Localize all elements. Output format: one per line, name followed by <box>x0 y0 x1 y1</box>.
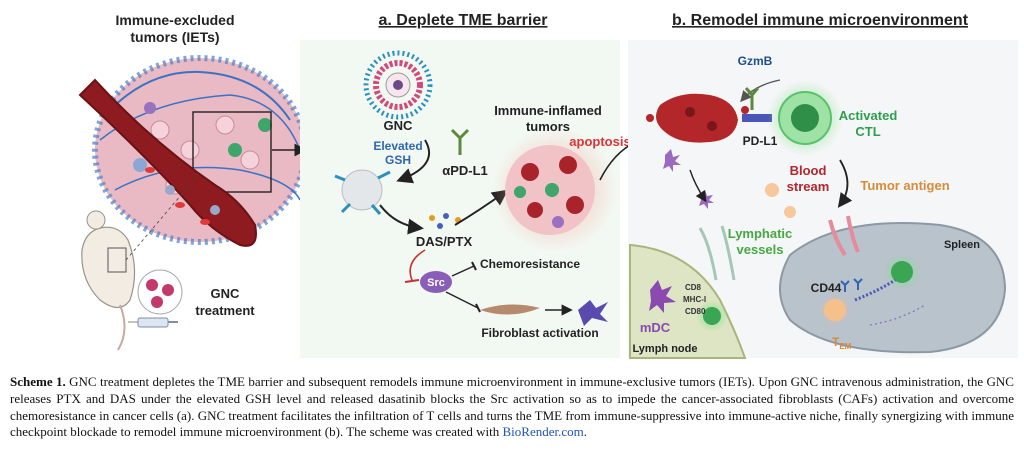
tumor-debris <box>646 93 749 143</box>
mdc-label: mDC <box>640 320 671 335</box>
disassembled-particle <box>334 169 391 215</box>
lymphatic-vessels-line2: vessels <box>737 242 784 257</box>
lymph-node <box>629 243 747 359</box>
lymphatic-vessels-line1: Lymphatic <box>728 226 793 241</box>
src-node <box>420 271 452 293</box>
gzmb-label: GzmB <box>738 54 773 68</box>
cd44-label: CD44 <box>811 281 842 295</box>
tem-label: TEM <box>832 335 852 351</box>
tumor-antigen-label: Tumor antigen <box>860 178 949 193</box>
gnc-label: GNC <box>384 118 414 133</box>
scheme-figure: Immune-excluded tumors (IETs) <box>78 12 1018 359</box>
cd44-receptor-icon <box>840 278 863 292</box>
elevated-gsh-line1: Elevated <box>373 139 422 153</box>
figure-caption: Scheme 1. GNC treatment depletes the TME… <box>10 374 1014 441</box>
gnc-treatment-circle <box>137 269 183 315</box>
panel-a-title: a. Deplete TME barrier <box>379 12 548 29</box>
pdl1-antibody-icon <box>742 87 772 122</box>
das-inhibition-line <box>409 249 426 281</box>
antigen-particle <box>765 183 779 197</box>
mouse-illustration <box>81 174 199 351</box>
gnc-treatment-line1: GNC <box>211 286 241 301</box>
das-ptx-label: DAS/PTX <box>416 234 473 249</box>
activated-ctl <box>767 80 843 156</box>
gnc-treatment-line2: treatment <box>195 303 255 318</box>
activated-ctl-line2: CTL <box>855 124 880 139</box>
lymph-node-label: Lymph node <box>633 343 698 355</box>
left-panel: Immune-excluded tumors (IETs) <box>78 12 308 351</box>
apdl1-label: αPD-L1 <box>442 163 488 178</box>
syringe-icon <box>128 317 178 328</box>
panel-b: b. Remodel immune microenvironment GzmB … <box>628 12 1018 359</box>
src-label: Src <box>427 277 445 289</box>
tem-label-sub: EM <box>839 342 851 351</box>
elevated-gsh-line2: GSH <box>385 153 411 167</box>
lymphatic-vessel <box>698 225 736 281</box>
caption-text: GNC treatment depletes the TME barrier a… <box>10 374 1014 440</box>
gnc-nanoparticle <box>363 50 433 120</box>
gsh-curved-arrow <box>396 139 431 184</box>
blood-vessel <box>78 78 257 247</box>
cd8-label: CD8 <box>685 283 702 292</box>
fibroblast-cell <box>480 304 540 315</box>
caption-end: . <box>583 424 588 440</box>
iet-title-line1: Immune-excluded <box>115 12 234 28</box>
cd80-label: CD80 <box>685 307 706 316</box>
iet-title-line2: tumors (IETs) <box>130 29 219 45</box>
antibody-icon <box>450 128 470 155</box>
gzmb-arrow <box>740 79 781 103</box>
inflamed-tumors-line1: Immune-inflamed <box>494 103 602 118</box>
activated-ctl-line1: Activated <box>839 108 898 123</box>
inflamed-tumor <box>493 128 617 252</box>
blood-stream-cycle-arrow <box>837 159 853 208</box>
biorender-link[interactable]: BioRender.com <box>502 424 584 440</box>
fibroblast-activation-label: Fibroblast activation <box>481 326 598 340</box>
spleen-label: Spleen <box>944 239 980 251</box>
spleen <box>779 215 1007 354</box>
panel-a: a. Deplete TME barrier GNC Elevated GSH … <box>300 12 631 358</box>
caption-lead: Scheme 1. <box>10 374 66 389</box>
blood-stream-line1: Blood <box>790 163 827 178</box>
blood-stream-line2: stream <box>787 179 830 194</box>
panel-b-title: b. Remodel immune microenvironment <box>672 12 969 29</box>
tem-label-main: T <box>832 335 840 349</box>
arrow-to-das-ptx <box>379 204 424 235</box>
mhc-label: MHC-I <box>683 295 706 304</box>
viral-particle-icon <box>663 149 681 172</box>
apoptosis-label: apoptosis <box>569 134 630 149</box>
activated-fibroblast-cell <box>578 300 608 326</box>
antigen-particle <box>784 206 796 218</box>
chemoresistance-label: Chemoresistance <box>480 257 580 271</box>
pdl1-label: PD-L1 <box>743 134 778 148</box>
